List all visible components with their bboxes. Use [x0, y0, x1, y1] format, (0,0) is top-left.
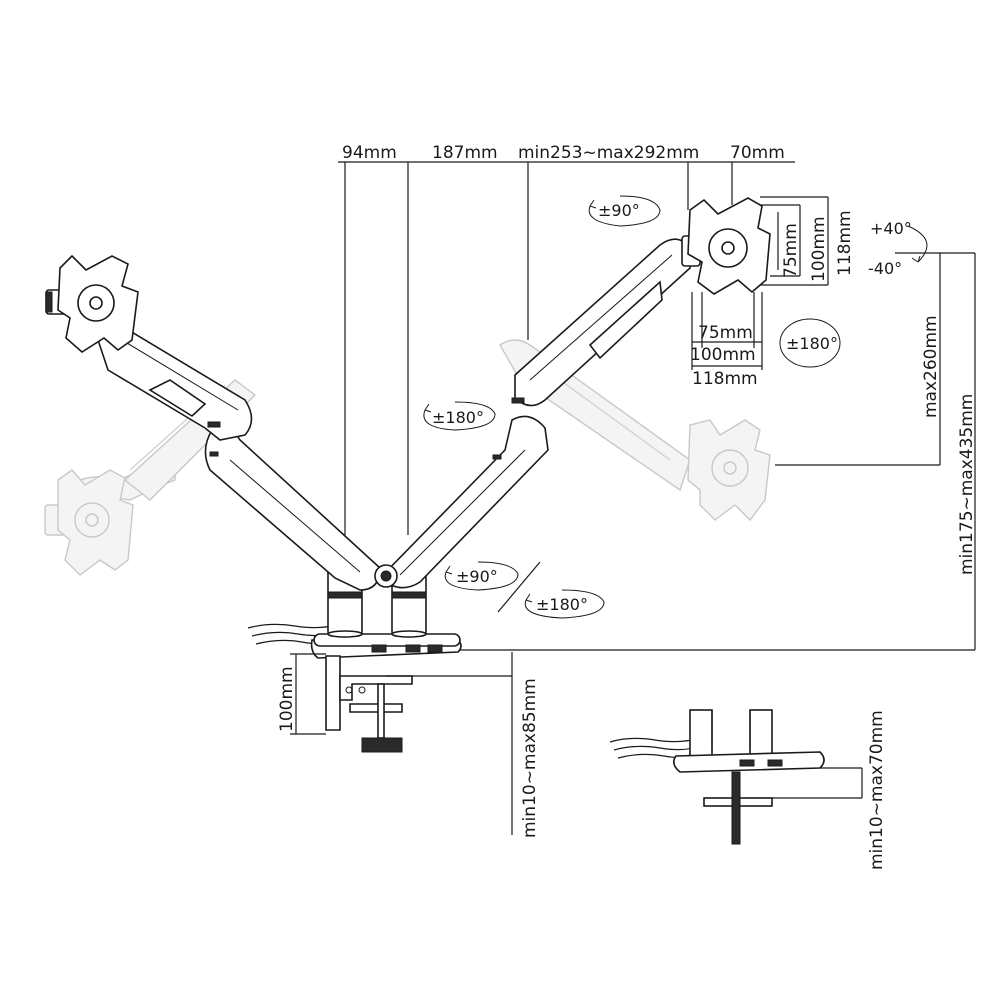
dim-lower-arm: 187mm	[432, 143, 498, 163]
rotation-screen: ±180°	[779, 318, 841, 368]
rotation-base-arm: ±90°	[444, 561, 519, 591]
svg-text:±90°: ±90°	[456, 567, 498, 586]
rotate-arrow-icon	[588, 195, 661, 227]
dim-vesa-h-118: 118mm	[835, 210, 855, 276]
dim-head: 70mm	[730, 143, 785, 163]
dim-vesa-w-100: 100mm	[690, 345, 756, 365]
dim-vesa-h-75: 75mm	[781, 223, 801, 278]
svg-text:±90°: ±90°	[598, 201, 640, 220]
left-lower-arm	[204, 425, 381, 591]
grommet-mount-view	[672, 709, 825, 845]
dim-pole-offset: 94mm	[342, 143, 397, 163]
svg-text:±180°: ±180°	[432, 408, 484, 427]
right-vesa-plate	[681, 197, 771, 295]
rotation-arm-joint: ±180°	[423, 401, 496, 431]
rotation-divider	[497, 561, 541, 613]
rotate-arrow-icon	[779, 318, 841, 368]
dim-height-adjust: max260mm	[921, 315, 941, 418]
rotation-base: ±180°	[524, 589, 605, 619]
left-upper-arm	[97, 324, 253, 441]
dim-clamp-range: min10~max85mm	[520, 678, 540, 838]
right-lower-arm	[378, 415, 549, 589]
rotation-tilt: +40° -40°	[868, 219, 928, 278]
tilt-arrow-icon	[907, 225, 928, 263]
dim-vesa-h-100: 100mm	[809, 216, 829, 282]
svg-text:±180°: ±180°	[786, 334, 838, 353]
dim-vesa-w-118: 118mm	[692, 369, 758, 389]
dim-grommet-range: min10~max70mm	[867, 710, 887, 870]
clamp-base	[310, 633, 462, 753]
dim-total-height: min175~max435mm	[957, 394, 977, 575]
right-upper-arm	[511, 238, 691, 407]
rotation-swivel-head: ±90°	[588, 195, 661, 227]
dim-clamp-depth: 100mm	[277, 666, 297, 732]
rotate-arrow-icon	[524, 589, 605, 619]
dim-upper-arm: min253~max292mm	[518, 143, 699, 163]
rotate-arrow-icon	[444, 561, 519, 591]
rotate-arrow-icon	[423, 401, 496, 431]
dimension-lines	[290, 161, 976, 835]
tilt-down-label: -40°	[868, 259, 902, 278]
tilt-up-label: +40°	[870, 219, 912, 238]
svg-text:±180°: ±180°	[536, 595, 588, 614]
left-vesa-plate	[45, 254, 139, 353]
dim-vesa-w-75: 75mm	[698, 323, 753, 343]
